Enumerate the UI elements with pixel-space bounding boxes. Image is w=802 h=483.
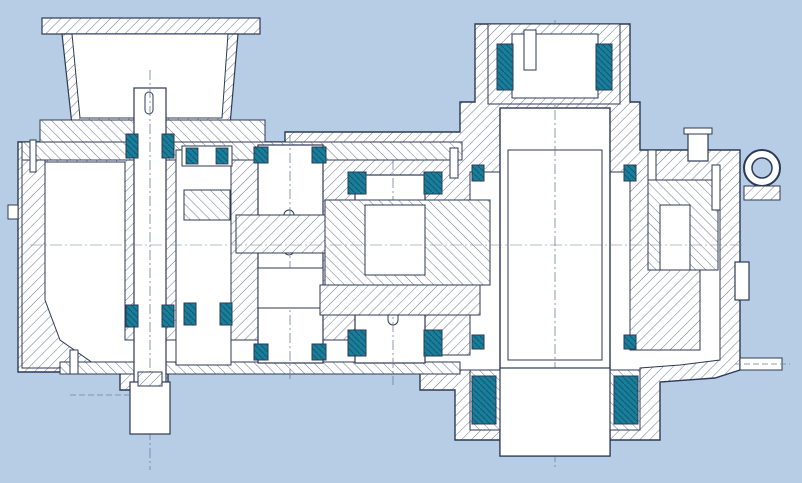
lifting-eye-icon	[743, 149, 781, 201]
intermediate-shaft-2-icon	[319, 160, 491, 385]
centerlines	[30, 244, 745, 396]
drain-plug-icon	[734, 261, 790, 371]
tapered-roller-bearing-icon	[125, 43, 639, 425]
input-shaft-icon	[129, 70, 232, 470]
intermediate-shaft-1-icon	[235, 135, 347, 380]
bolt-row	[7, 139, 721, 375]
breather-valve-icon	[683, 127, 713, 162]
